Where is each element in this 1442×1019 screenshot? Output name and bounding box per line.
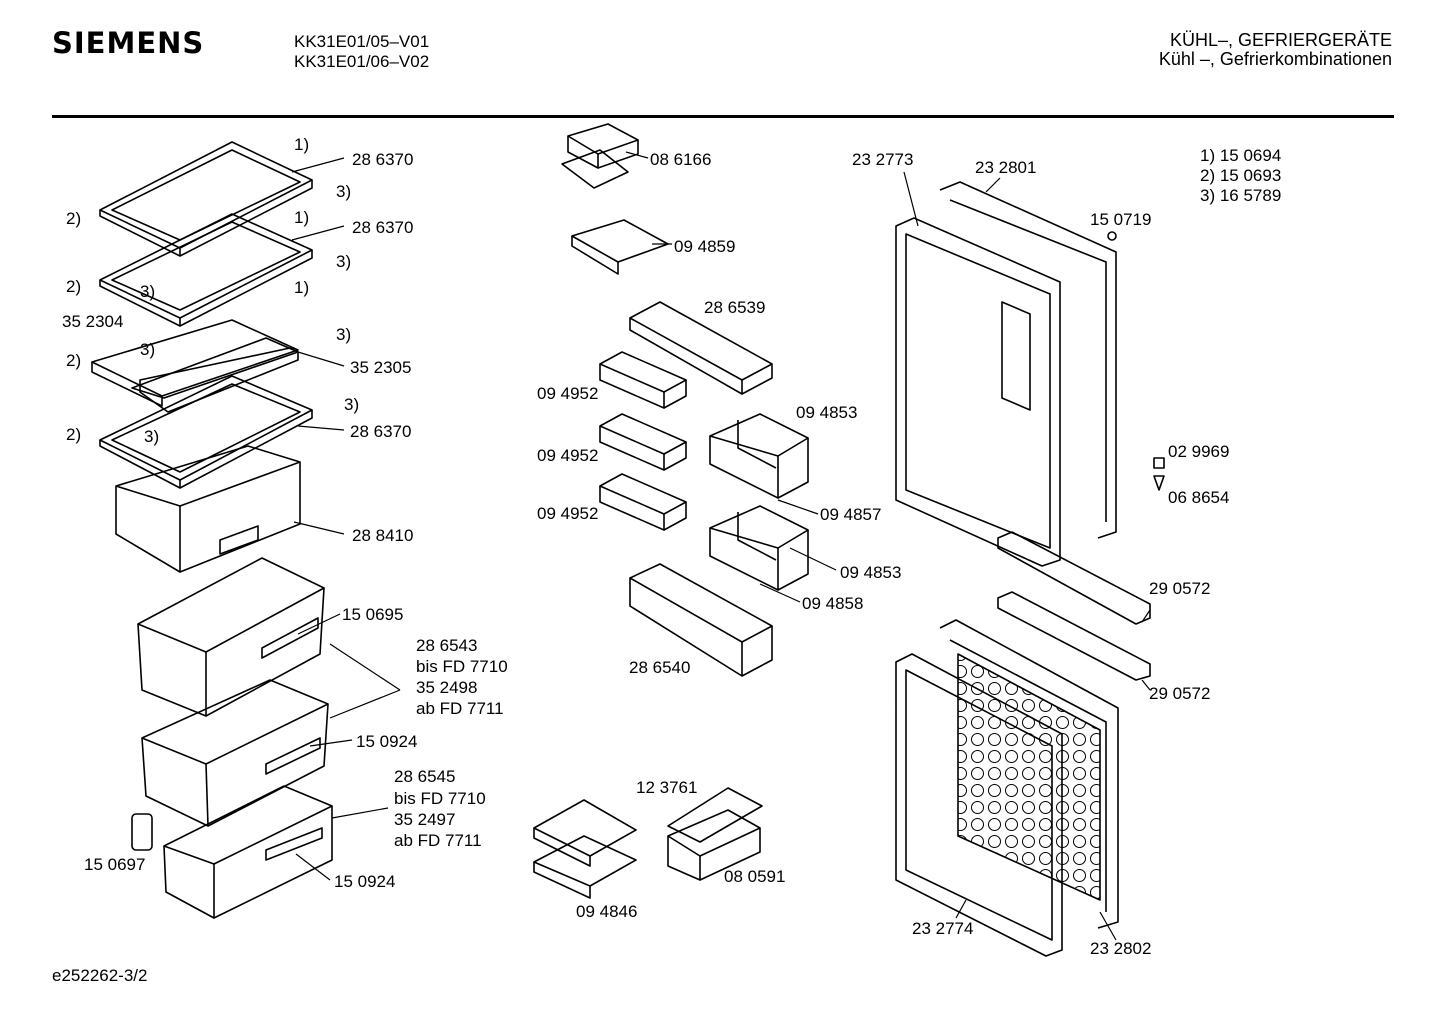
label-cap: 02 9969 — [1168, 442, 1229, 461]
label-butter-box: 08 6166 — [650, 150, 711, 169]
label-ice-tray: 12 3761 — [636, 778, 697, 797]
label-plug: 15 0719 — [1090, 210, 1151, 229]
upper-door — [939, 181, 1117, 539]
cold-packs — [533, 799, 637, 899]
lower-door — [939, 619, 1119, 929]
category-title: KÜHL–, GEFRIERGERÄTE — [1169, 30, 1392, 50]
ref-1-c: 1) — [294, 278, 309, 297]
ice-cube-box — [667, 787, 763, 881]
ref-3-e: 3) — [140, 340, 155, 359]
label-flat-drawer: 28 8410 — [352, 526, 413, 545]
ref-2-a: 2) — [66, 209, 81, 228]
label-ice-box: 08 0591 — [724, 867, 785, 886]
ref-3-f: 3) — [344, 395, 359, 414]
brand-logo: SIEMENS — [52, 26, 205, 60]
part-labels: 1) 15 0694 2) 15 0693 3) 16 5789 28 6370… — [62, 135, 1281, 958]
label-shelf-2: 28 6370 — [352, 218, 413, 237]
label-crisper-2-c: 35 2497 — [394, 810, 455, 829]
model-number-1: KK31E01/05–V01 — [294, 32, 430, 51]
label-shelf-1: 28 6370 — [352, 150, 413, 169]
label-crisper-2-b: bis FD 7710 — [394, 789, 486, 808]
split-glass-shelf — [91, 319, 299, 413]
label-crisper-1-d: ab FD 7711 — [416, 699, 504, 718]
label-shelf-3: 35 2305 — [350, 358, 411, 377]
egg-tray — [571, 219, 669, 275]
ref-1-a: 1) — [294, 135, 309, 154]
frame-150697 — [131, 813, 153, 851]
screw-068654 — [1153, 475, 1165, 491]
glass-shelf-2 — [99, 213, 313, 327]
lower-gasket — [895, 653, 1063, 957]
label-handle-1: 15 0695 — [342, 605, 403, 624]
label-crisper-1-a: 28 6543 — [416, 636, 477, 655]
ref-1-b: 1) — [294, 208, 309, 227]
crisper-drawer-3 — [163, 785, 333, 919]
plug-150719 — [1107, 231, 1117, 241]
hinge-bar-1 — [997, 531, 1151, 625]
small-shelf-2 — [599, 413, 687, 471]
label-door-lower: 23 2802 — [1090, 939, 1151, 958]
ref-3-a: 3) — [336, 182, 351, 201]
glass-shelf-1 — [99, 141, 313, 257]
label-crisper-1-c: 35 2498 — [416, 678, 477, 697]
glass-shelf-4 — [99, 375, 313, 489]
label-frame: 15 0697 — [84, 855, 145, 874]
label-bottle-holder-1b: 09 4857 — [820, 505, 881, 524]
header-divider — [52, 115, 1394, 118]
ref-2-c: 2) — [66, 351, 81, 370]
label-gasket-upper: 23 2773 — [852, 150, 913, 169]
hinge-bar-2 — [997, 591, 1151, 681]
crisper-drawer-1 — [137, 557, 325, 717]
category-subtitle: Kühl –, Gefrierkombinationen — [1158, 49, 1392, 69]
label-hinge-bar-1: 29 0572 — [1149, 579, 1210, 598]
label-crisper-2-a: 28 6545 — [394, 767, 455, 786]
label-small-shelf-3: 09 4952 — [537, 504, 598, 523]
model-number-2: KK31E01/06–V02 — [294, 52, 430, 71]
door-shelf-bottom — [629, 563, 773, 677]
label-bottle-holder-1: 09 4853 — [796, 403, 857, 422]
label-small-shelf-2: 09 4952 — [537, 446, 598, 465]
label-bottle-holder-2b: 09 4858 — [802, 594, 863, 613]
label-handle-3: 15 0924 — [334, 872, 395, 891]
ref-3-g: 3) — [144, 427, 159, 446]
label-hinge-bar-2: 29 0572 — [1149, 684, 1210, 703]
small-shelf-1 — [599, 351, 687, 409]
label-cold-packs: 09 4846 — [576, 902, 637, 921]
bottle-holder-1 — [709, 413, 809, 499]
label-handle-2: 15 0924 — [356, 732, 417, 751]
legend-1: 1) 15 0694 — [1200, 146, 1281, 165]
label-small-shelf-1: 09 4952 — [537, 384, 598, 403]
drawing-number: e252262-3/2 — [52, 966, 148, 985]
crisper-drawer-2 — [141, 679, 329, 827]
label-crisper-2-d: ab FD 7711 — [394, 831, 482, 850]
butter-box — [561, 123, 639, 189]
bottle-holder-2 — [709, 505, 809, 591]
label-screw: 06 8654 — [1168, 488, 1229, 507]
ref-2-b: 2) — [66, 277, 81, 296]
label-egg-tray: 09 4859 — [674, 237, 735, 256]
label-door-shelf-top: 28 6539 — [704, 298, 765, 317]
label-shelf-4: 28 6370 — [350, 422, 411, 441]
legend-3: 3) 16 5789 — [1200, 186, 1281, 205]
ref-2-d: 2) — [66, 425, 81, 444]
label-clip: 35 2304 — [62, 312, 123, 331]
ref-3-d: 3) — [336, 325, 351, 344]
ref-3-b: 3) — [336, 252, 351, 271]
legend-2: 2) 15 0693 — [1200, 166, 1281, 185]
upper-gasket — [895, 217, 1061, 567]
label-door-upper: 23 2801 — [975, 158, 1036, 177]
label-door-shelf-bottom: 28 6540 — [629, 658, 690, 677]
cap-029969 — [1153, 457, 1165, 469]
door-shelf-top — [629, 301, 773, 395]
ref-3-c: 3) — [140, 282, 155, 301]
label-gasket-lower: 23 2774 — [912, 919, 973, 938]
small-shelf-3 — [599, 473, 687, 531]
label-crisper-1-b: bis FD 7710 — [416, 657, 508, 676]
label-bottle-holder-2: 09 4853 — [840, 563, 901, 582]
